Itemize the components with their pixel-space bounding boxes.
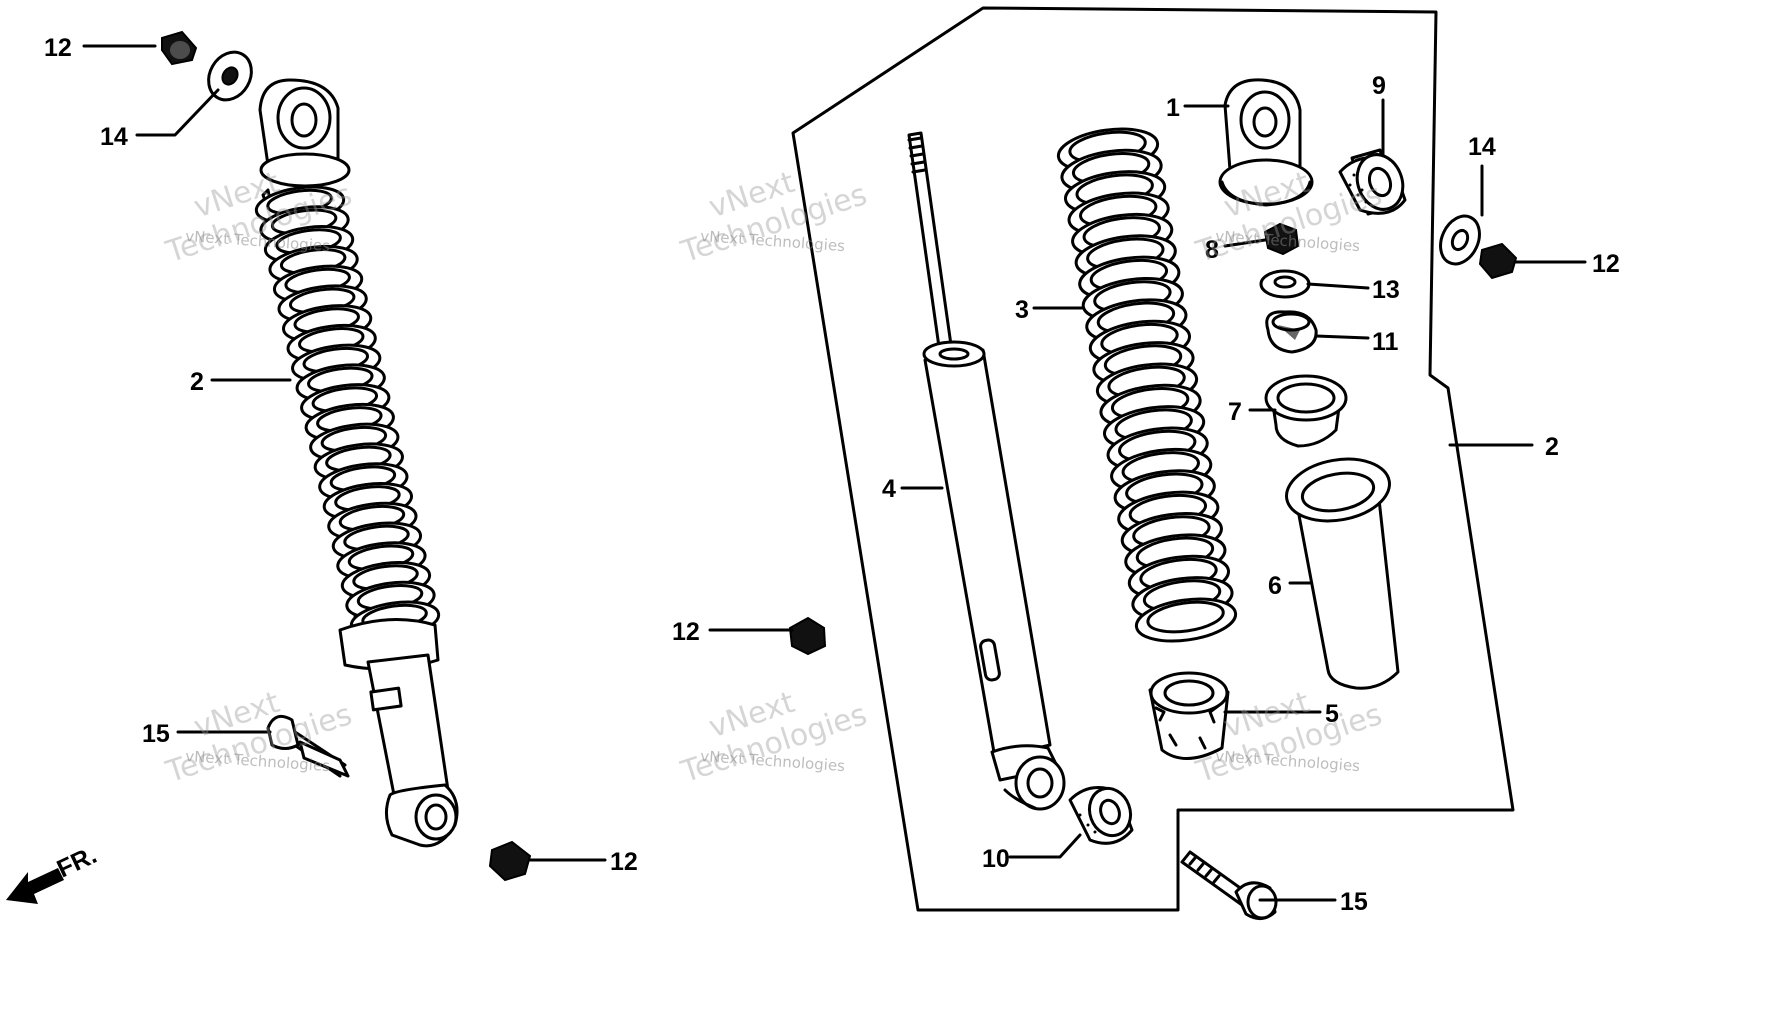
nut-12-top-left xyxy=(161,30,198,66)
callout-12-top-left: 12 xyxy=(44,34,72,62)
callout-3: 3 xyxy=(1015,296,1029,324)
leader-lines xyxy=(82,44,1587,902)
bushing-10 xyxy=(1068,786,1134,845)
callout-12-right: 12 xyxy=(1592,250,1620,278)
spring-seat-5 xyxy=(1148,671,1230,760)
callout-15-left: 15 xyxy=(142,720,170,748)
front-direction-arrow: FR. xyxy=(6,841,101,904)
callout-5: 5 xyxy=(1325,700,1339,728)
callouts: 12 14 2 15 12 12 4 3 1 9 8 13 11 7 2 6 5… xyxy=(44,34,1620,916)
assembly-boundary xyxy=(791,6,1515,912)
callout-11: 11 xyxy=(1372,328,1399,356)
callout-15-right: 15 xyxy=(1340,888,1368,916)
callout-4: 4 xyxy=(882,475,896,503)
bolt-15-left xyxy=(266,714,350,778)
callout-7: 7 xyxy=(1228,398,1242,426)
callout-2-right: 2 xyxy=(1545,433,1559,461)
bushing-9 xyxy=(1338,148,1407,216)
damper-4 xyxy=(907,131,1066,811)
callout-14-right: 14 xyxy=(1468,133,1496,161)
stopper-7 xyxy=(1264,374,1348,448)
washer-14-left xyxy=(207,50,253,102)
callout-9: 9 xyxy=(1372,72,1386,100)
callout-8: 8 xyxy=(1205,236,1219,264)
nut-12-bottom-left xyxy=(488,840,532,882)
nut-12-center xyxy=(788,616,827,656)
rubber-11 xyxy=(1265,310,1318,354)
callout-6: 6 xyxy=(1268,572,1282,600)
nut-8 xyxy=(1263,222,1300,256)
callout-2-left: 2 xyxy=(190,368,204,396)
spring-coil-inner xyxy=(1146,600,1225,634)
callout-12-center: 12 xyxy=(672,618,700,646)
washer-13 xyxy=(1259,269,1311,299)
washer-14-right xyxy=(1439,214,1481,266)
upper-mount-1 xyxy=(1218,78,1314,207)
bolt-15-right xyxy=(1180,850,1278,920)
assembled-shock-absorber xyxy=(254,78,459,848)
callout-1: 1 xyxy=(1166,94,1180,122)
callout-14-left: 14 xyxy=(100,123,128,151)
nut-12-right xyxy=(1478,242,1518,280)
callout-12-bottom-left: 12 xyxy=(610,848,638,876)
dust-cover-6 xyxy=(1285,457,1400,690)
callout-13: 13 xyxy=(1372,276,1400,304)
spring-3 xyxy=(1056,127,1238,643)
callout-10: 10 xyxy=(982,845,1010,873)
